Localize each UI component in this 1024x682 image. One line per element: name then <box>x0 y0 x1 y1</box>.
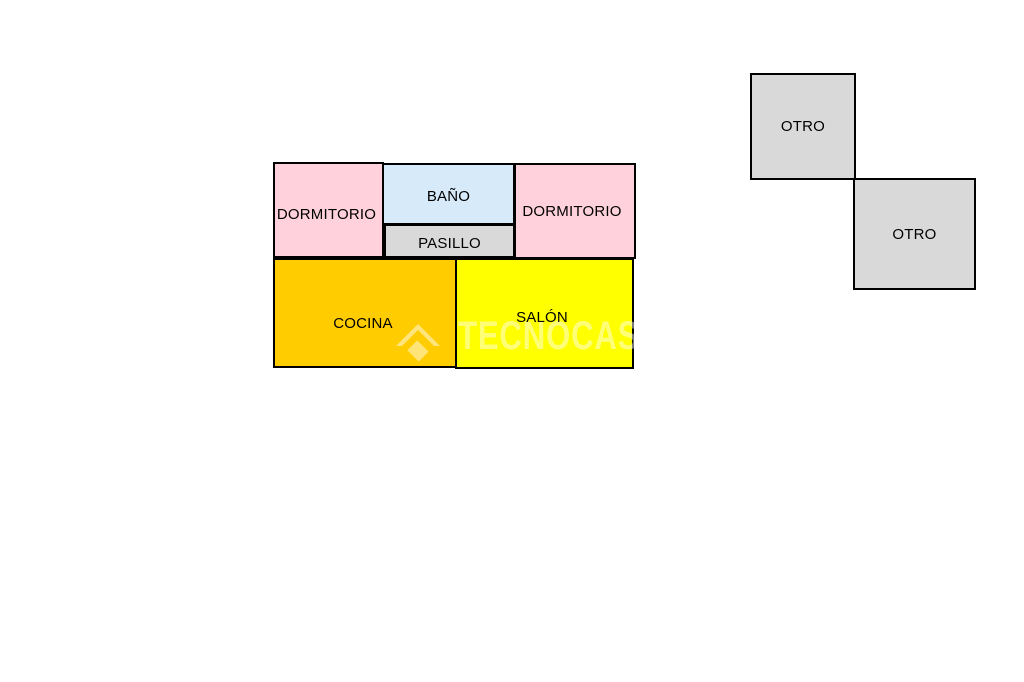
room-otro-1: OTRO <box>750 73 856 180</box>
room-label: SALÓN <box>516 309 568 326</box>
room-bano: BAÑO <box>382 163 515 225</box>
room-salon: SALÓN <box>455 258 634 369</box>
room-label: DORMITORIO <box>522 202 622 220</box>
room-pasillo: PASILLO <box>384 224 515 258</box>
room-otro-2: OTRO <box>853 178 976 290</box>
room-label: DORMITORIO <box>276 205 377 223</box>
room-label: PASILLO <box>418 234 481 252</box>
room-dormitorio-left: DORMITORIO <box>273 162 384 258</box>
room-label: COCINA <box>333 314 393 332</box>
room-label: BAÑO <box>426 187 471 205</box>
room-cocina: COCINA <box>273 258 457 368</box>
room-label: OTRO <box>780 118 826 135</box>
room-dormitorio-right: DORMITORIO <box>514 163 636 259</box>
room-label: OTRO <box>892 225 937 243</box>
